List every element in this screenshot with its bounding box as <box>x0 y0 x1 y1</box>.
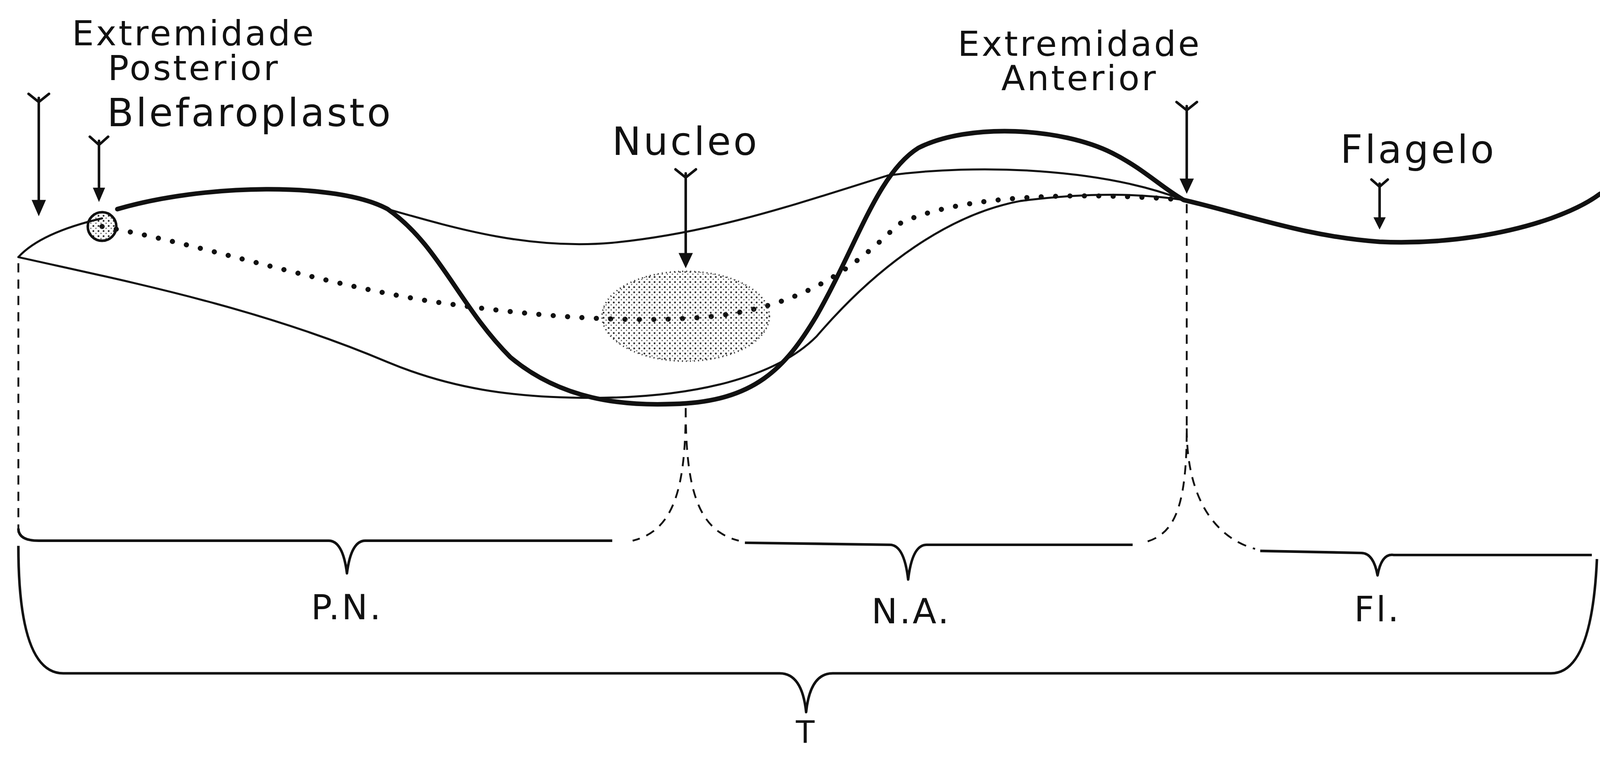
pointer-arrow <box>89 136 108 196</box>
flagellum <box>1183 193 1600 243</box>
pointer-arrow <box>28 93 49 208</box>
part-label: Nucleo <box>612 122 760 162</box>
part-label: Extremidade Anterior <box>957 26 1202 97</box>
part-label: Flagelo <box>1340 130 1497 170</box>
arrowhead <box>678 253 693 269</box>
guide-dashed <box>1142 203 1256 549</box>
part-label: T <box>795 717 817 749</box>
guide-dashed <box>17 263 20 533</box>
part-label: N.A. <box>871 593 952 629</box>
blepharoplast <box>87 212 117 241</box>
pointer-arrow <box>675 169 696 262</box>
part-label: Fl. <box>1354 591 1402 627</box>
body-outline <box>18 194 1184 398</box>
part-label: P.N. <box>310 589 383 625</box>
arrowhead <box>92 187 106 202</box>
brace <box>18 545 1597 712</box>
pointer-arrow <box>1176 101 1197 187</box>
brace <box>1260 550 1592 576</box>
brace <box>744 542 1133 580</box>
part-label: Extremidade Posterior <box>71 16 316 86</box>
arrowhead <box>1179 178 1194 194</box>
guide-dashed <box>632 407 739 541</box>
arrowhead <box>1373 217 1386 230</box>
nucleus <box>602 271 770 362</box>
part-label: Blefaroplasto <box>107 93 394 133</box>
body-outline <box>387 169 1184 245</box>
undulating-membrane <box>117 131 1184 404</box>
arrowhead <box>31 199 46 216</box>
brace <box>18 528 613 574</box>
